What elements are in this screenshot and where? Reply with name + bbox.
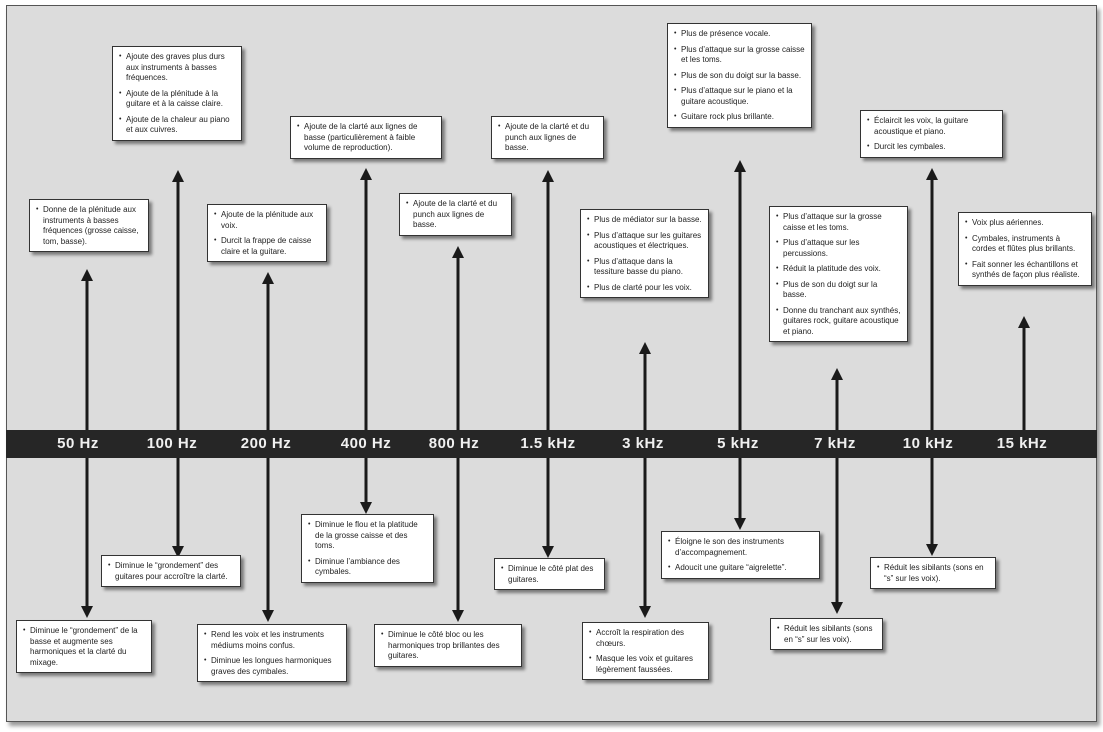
note: Durcit la frappe de caisse claire et la … <box>214 236 320 257</box>
cut-box-1-5khz: Diminue le côté plat des guitares. <box>494 558 605 590</box>
note: Fait sonner les échantillons et synthés … <box>965 260 1085 281</box>
boost-box-400hz: Ajoute de la clarté aux lignes de basse … <box>290 116 442 159</box>
note: Adoucit une guitare “aigrelette”. <box>668 563 813 574</box>
note: Réduit les sibilants (sons en “s” sur le… <box>877 563 989 584</box>
note: Plus d’attaque sur les percussions. <box>776 238 901 259</box>
note: Ajoute de la clarté aux lignes de basse … <box>297 122 435 154</box>
boost-box-50hz: Donne de la plénitude aux instruments à … <box>29 199 149 252</box>
note: Donne du tranchant aux synthés, guitares… <box>776 306 901 338</box>
note: Diminue le “grondement” des guitares pou… <box>108 561 234 582</box>
note: Guitare rock plus brillante. <box>674 112 805 123</box>
note: Plus d’attaque sur les guitares acoustiq… <box>587 231 702 252</box>
note: Diminue le flou et la platitude de la gr… <box>308 520 427 552</box>
cut-box-100hz: Diminue le “grondement” des guitares pou… <box>101 555 241 587</box>
boost-box-3khz: Plus de médiator sur la basse. Plus d’at… <box>580 209 709 298</box>
note: Plus de médiator sur la basse. <box>587 215 702 226</box>
boost-box-100hz: Ajoute des graves plus durs aux instrume… <box>112 46 242 141</box>
freq-label-7khz: 7 kHz <box>814 435 856 452</box>
note: Plus d’attaque sur le piano et la guitar… <box>674 86 805 107</box>
freq-label-5khz: 5 kHz <box>717 435 759 452</box>
cut-box-50hz: Diminue le “grondement” de la basse et a… <box>16 620 152 673</box>
note: Plus de son du doigt sur la basse. <box>776 280 901 301</box>
note: Plus d’attaque dans la tessiture basse d… <box>587 257 702 278</box>
freq-label-1-5khz: 1.5 kHz <box>520 435 576 452</box>
cut-box-7khz: Réduit les sibilants (sons en “s” sur le… <box>770 618 883 650</box>
note: Plus de son du doigt sur la basse. <box>674 71 805 82</box>
note: Durcit les cymbales. <box>867 142 996 153</box>
boost-box-800hz: Ajoute de la clarté et du punch aux lign… <box>399 193 512 236</box>
boost-box-1-5khz: Ajoute de la clarté et du punch aux lign… <box>491 116 604 159</box>
freq-label-50hz: 50 Hz <box>57 435 99 452</box>
note: Cymbales, instruments à cordes et flûtes… <box>965 234 1085 255</box>
boost-box-15khz: Voix plus aériennes. Cymbales, instrumen… <box>958 212 1092 286</box>
freq-label-10khz: 10 kHz <box>902 435 954 452</box>
note: Diminue le côté plat des guitares. <box>501 564 598 585</box>
boost-box-7khz: Plus d’attaque sur la grosse caisse et l… <box>769 206 908 342</box>
freq-label-3khz: 3 kHz <box>622 435 664 452</box>
note: Donne de la plénitude aux instruments à … <box>36 205 142 247</box>
note: Diminue le côté bloc ou les harmoniques … <box>381 630 515 662</box>
boost-box-200hz: Ajoute de la plénitude aux voix. Durcit … <box>207 204 327 262</box>
cut-box-800hz: Diminue le côté bloc ou les harmoniques … <box>374 624 522 667</box>
note: Diminue les longues harmoniques graves d… <box>204 656 340 677</box>
note: Plus d’attaque sur la grosse caisse et l… <box>674 45 805 66</box>
freq-label-100hz: 100 Hz <box>146 435 198 452</box>
note: Masque les voix et guitares légèrement f… <box>589 654 702 675</box>
note: Ajoute de la plénitude à la guitare et à… <box>119 89 235 110</box>
note: Ajoute de la clarté et du punch aux lign… <box>406 199 505 231</box>
cut-box-10khz: Réduit les sibilants (sons en “s” sur le… <box>870 557 996 589</box>
note: Ajoute de la chaleur au piano et aux cui… <box>119 115 235 136</box>
freq-label-15khz: 15 kHz <box>996 435 1048 452</box>
note: Réduit la platitude des voix. <box>776 264 901 275</box>
note: Rend les voix et les instruments médiums… <box>204 630 340 651</box>
boost-box-10khz: Éclaircit les voix, la guitare acoustiqu… <box>860 110 1003 158</box>
note: Diminue l’ambiance des cymbales. <box>308 557 427 578</box>
freq-label-200hz: 200 Hz <box>240 435 292 452</box>
frequency-axis-bar <box>6 430 1097 458</box>
freq-label-400hz: 400 Hz <box>340 435 392 452</box>
boost-box-5khz: Plus de présence vocale. Plus d’attaque … <box>667 23 812 128</box>
cut-box-200hz: Rend les voix et les instruments médiums… <box>197 624 347 682</box>
cut-box-5khz: Éloigne le son des instruments d’accompa… <box>661 531 820 579</box>
note: Éloigne le son des instruments d’accompa… <box>668 537 813 558</box>
note: Réduit les sibilants (sons en “s” sur le… <box>777 624 876 645</box>
note: Accroît la respiration des chœurs. <box>589 628 702 649</box>
note: Ajoute des graves plus durs aux instrume… <box>119 52 235 84</box>
note: Ajoute de la plénitude aux voix. <box>214 210 320 231</box>
note: Éclaircit les voix, la guitare acoustiqu… <box>867 116 996 137</box>
cut-box-400hz: Diminue le flou et la platitude de la gr… <box>301 514 434 583</box>
note: Plus de clarté pour les voix. <box>587 283 702 294</box>
note: Ajoute de la clarté et du punch aux lign… <box>498 122 597 154</box>
cut-box-3khz: Accroît la respiration des chœurs. Masqu… <box>582 622 709 680</box>
freq-label-800hz: 800 Hz <box>428 435 480 452</box>
note: Voix plus aériennes. <box>965 218 1085 229</box>
note: Plus de présence vocale. <box>674 29 805 40</box>
note: Diminue le “grondement” de la basse et a… <box>23 626 145 668</box>
note: Plus d’attaque sur la grosse caisse et l… <box>776 212 901 233</box>
